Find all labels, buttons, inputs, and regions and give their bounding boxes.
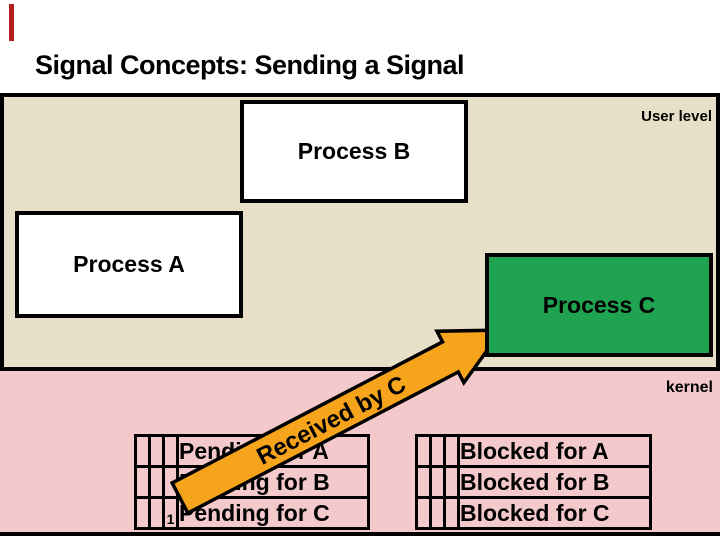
table-row: Blocked for C: [415, 496, 652, 530]
process-b-label: Process B: [297, 138, 411, 164]
pending-bit: [162, 434, 179, 468]
blocked-bit: [443, 496, 460, 530]
process-c-box: Process C: [485, 253, 713, 357]
blocked-bit: [429, 465, 446, 499]
user-level-label: User level: [641, 108, 712, 125]
blocked-bit: [429, 434, 446, 468]
blocked-bit: [415, 496, 432, 530]
pending-bit: [134, 496, 151, 530]
pending-bit: [148, 434, 165, 468]
process-b-box: Process B: [240, 100, 468, 203]
pending-signals-table: Pending for A Pending for B 1 Pending fo…: [134, 434, 370, 530]
pending-bit: [134, 434, 151, 468]
pending-bit: [162, 465, 179, 499]
pending-row-label: Pending for C: [176, 496, 370, 530]
pending-bit: [134, 465, 151, 499]
slide-title: Signal Concepts: Sending a Signal: [35, 50, 465, 80]
blocked-row-label: Blocked for A: [457, 434, 652, 468]
process-a-label: Process A: [73, 251, 185, 277]
table-row: Blocked for B: [415, 465, 652, 499]
blocked-bit: [443, 434, 460, 468]
table-row: Blocked for A: [415, 434, 652, 468]
blocked-bit: [415, 465, 432, 499]
pending-row-label: Pending for B: [176, 465, 370, 499]
pending-bit: [148, 496, 165, 530]
table-row: Pending for B: [134, 465, 370, 499]
pending-row-label: Pending for A: [176, 434, 370, 468]
table-row: 1 Pending for C: [134, 496, 370, 530]
pending-bit: [148, 465, 165, 499]
blocked-bit: [429, 496, 446, 530]
blocked-signals-table: Blocked for A Blocked for B Blocked for …: [415, 434, 652, 530]
blocked-bit: [443, 465, 460, 499]
kernel-label: kernel: [665, 379, 713, 396]
blocked-row-label: Blocked for B: [457, 465, 652, 499]
blocked-bit: [415, 434, 432, 468]
blocked-row-label: Blocked for C: [457, 496, 652, 530]
table-row: Pending for A: [134, 434, 370, 468]
process-c-label: Process C: [542, 291, 656, 318]
red-accent-bar: [9, 4, 14, 41]
process-a-box: Process A: [15, 211, 243, 318]
pending-bit: 1: [162, 496, 179, 530]
